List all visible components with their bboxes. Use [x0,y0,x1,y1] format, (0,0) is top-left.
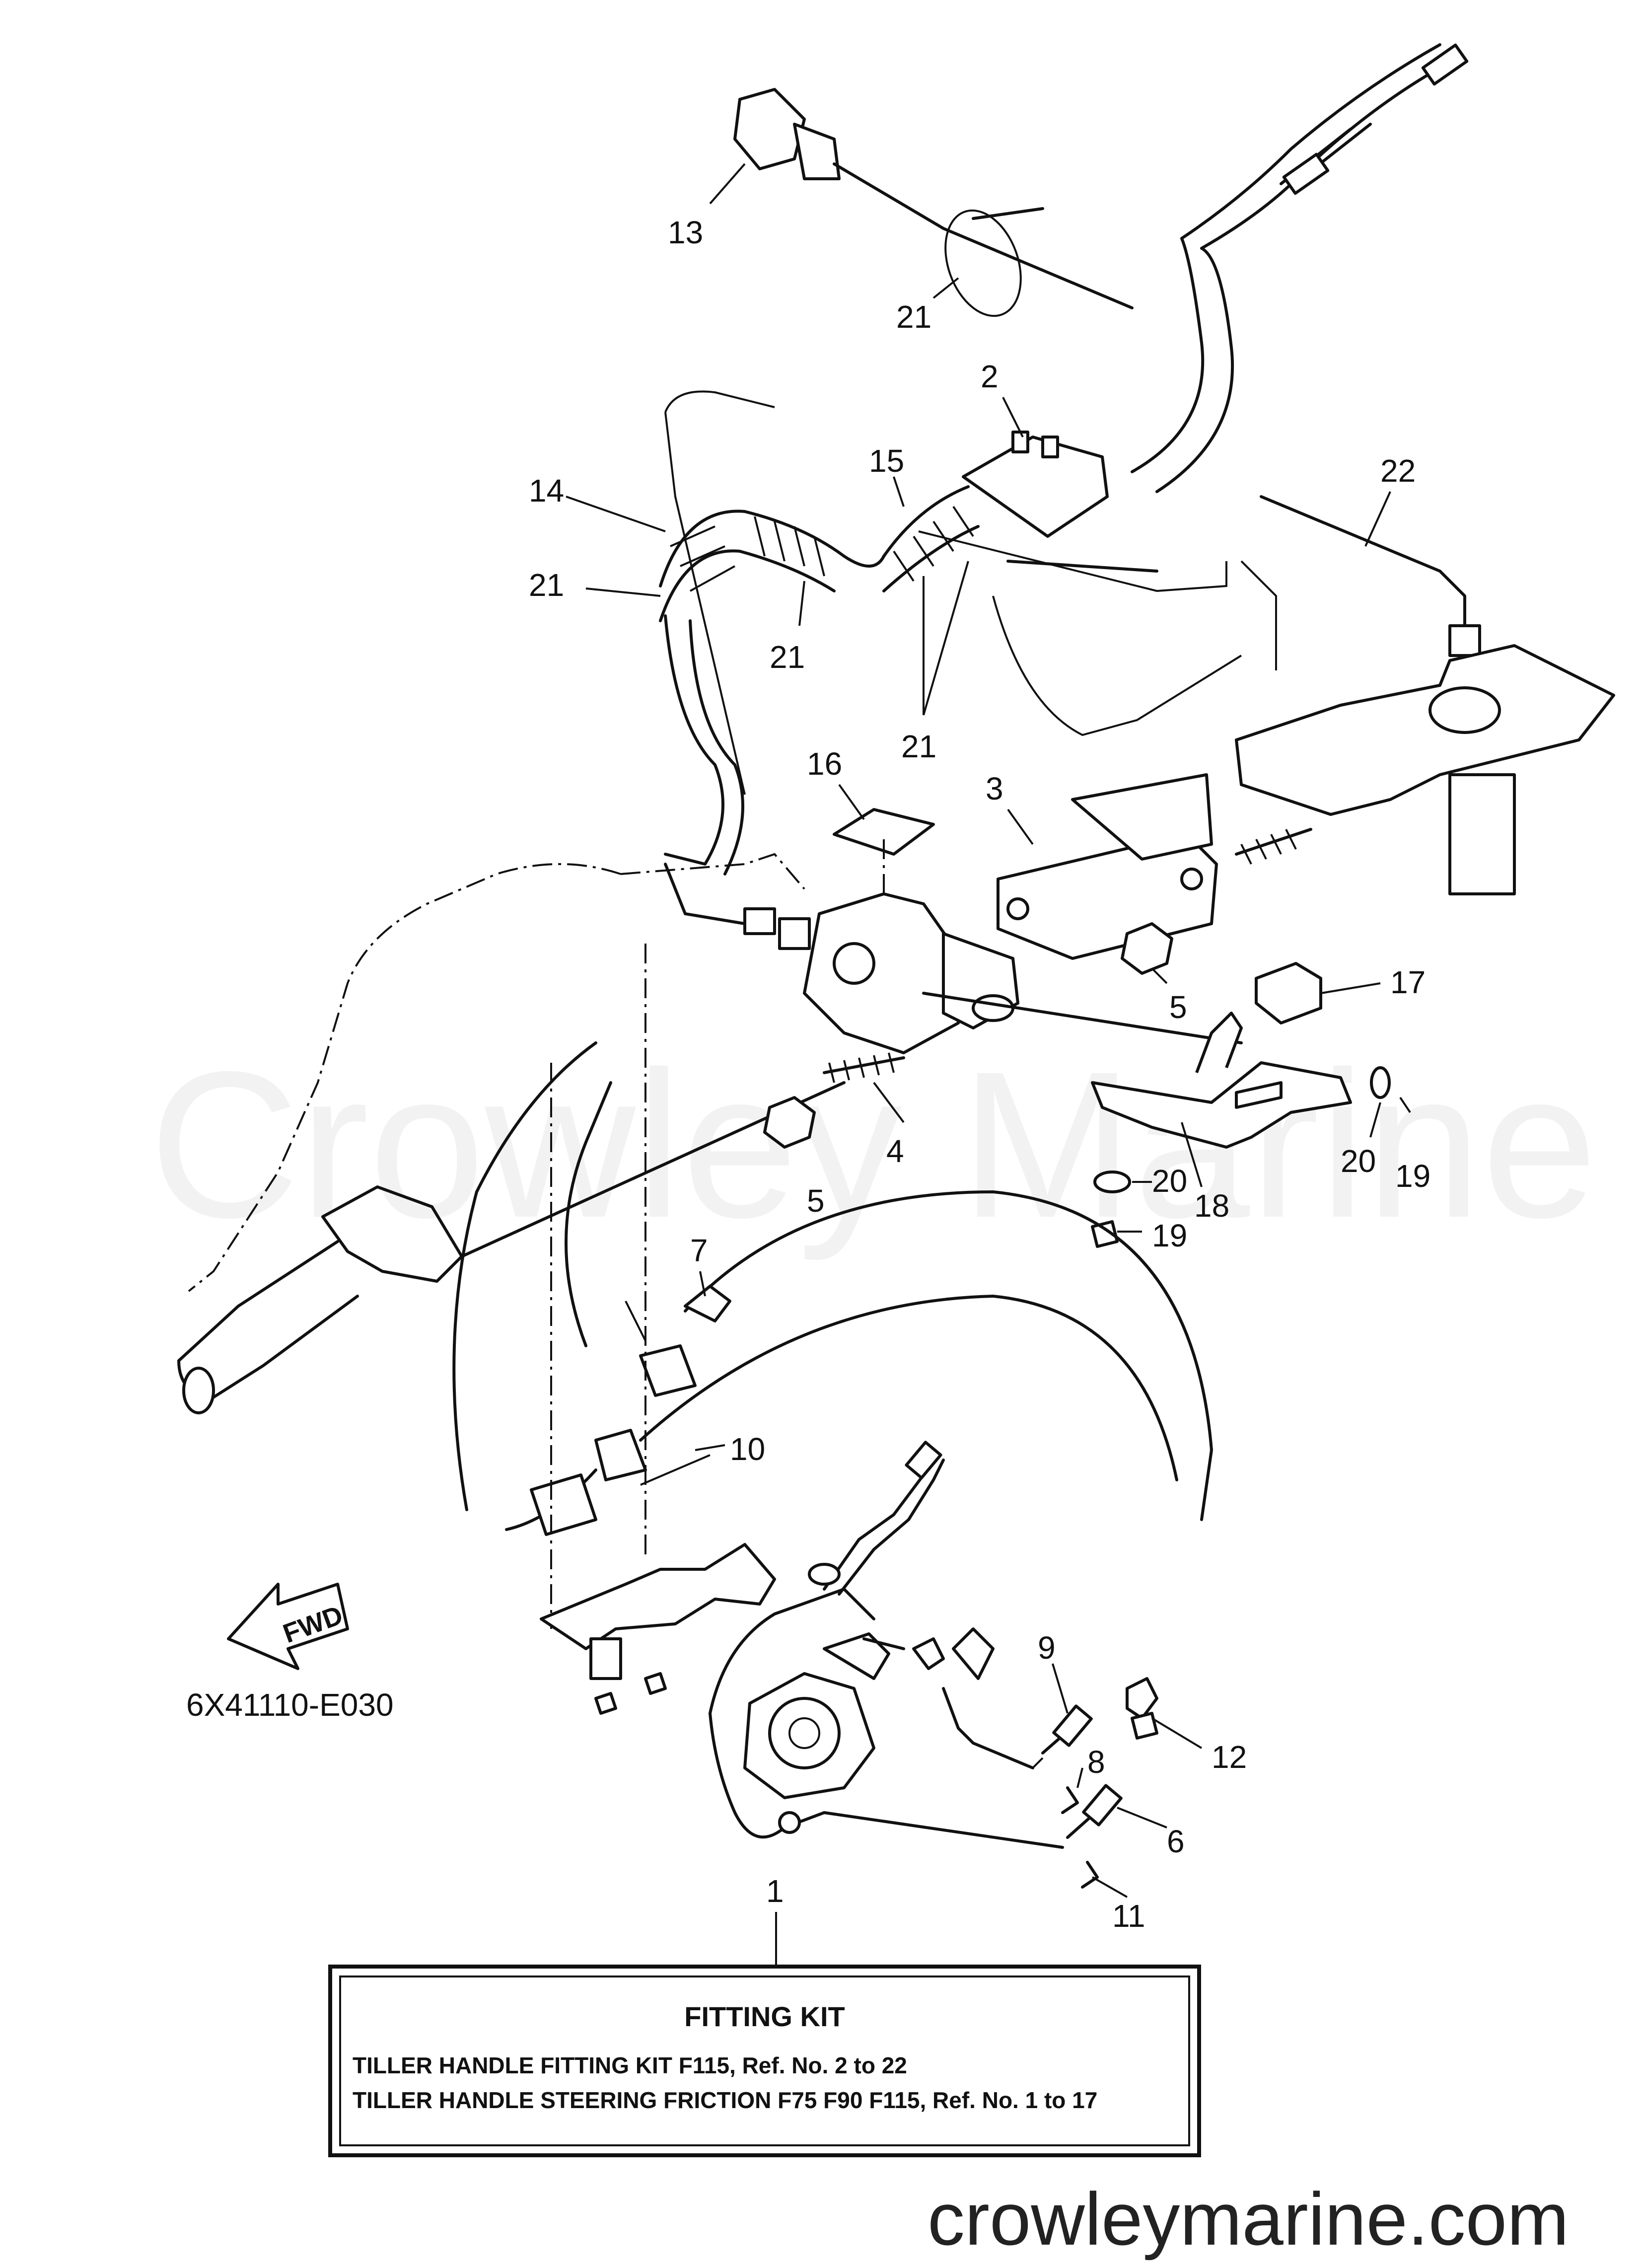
control-cables [1131,43,1469,493]
wiring-connector [664,863,811,950]
callout-1: 1 [766,1873,784,1909]
watermark-text: Crowley Marine [149,1028,1597,1262]
tiller-pivot-bracket [803,839,1243,1054]
callout-2: 2 [981,359,999,394]
callout-4: 4 [886,1133,904,1169]
callout-16: 16 [807,746,842,782]
callout-6: 6 [1167,1824,1185,1859]
callout-8: 8 [1087,1744,1105,1780]
clip-12 [1126,1677,1158,1740]
washers-20 [1093,1066,1391,1193]
callout-21-b: 21 [529,567,564,603]
nut-5-lower [763,1096,816,1149]
corrugated-tube-15 [882,485,980,592]
connector-plugs [808,1441,945,1596]
callout-11: 11 [1112,1898,1145,1934]
callout-labels: 13 21 2 22 14 15 21 21 21 16 3 5 17 4 5 … [529,215,1430,1934]
callout-18: 18 [1194,1188,1229,1224]
lower-mount-plate [540,944,776,1715]
callout-3: 3 [986,771,1003,806]
callout-12: 12 [1212,1739,1247,1775]
stud-4 [823,1052,905,1083]
pulley-arm [778,1687,1064,1849]
engine-cowling-outline [664,390,1277,795]
callout-17: 17 [1390,964,1426,1000]
callout-14: 14 [529,473,564,509]
callout-19-right: 19 [1395,1158,1430,1194]
callout-21-a: 21 [896,299,931,335]
callout-15: 15 [869,443,904,479]
sensor-17 [1255,962,1322,1024]
website-text: crowleymarine.com [928,2177,1569,2261]
fwd-arrow-icon: FWD [227,1583,349,1670]
shift-mechanism [709,1588,995,1839]
callout-21-d: 21 [901,729,936,764]
callout-5-upper: 5 [1169,989,1187,1025]
fitting-kit-line-1: TILLER HANDLE FITTING KIT F115, Ref. No.… [353,2052,907,2078]
corrugated-tube-14 [659,510,885,622]
friction-block-3 [997,773,1218,960]
callout-5-lower: 5 [807,1183,825,1219]
coupler-13 [733,88,1134,309]
callout-21-c: 21 [770,639,805,675]
wire-leader-22 [1260,495,1481,657]
plate-16 [833,808,935,856]
callout-7: 7 [690,1233,708,1268]
cable-end-6 [1066,1784,1123,1839]
clip-11 [1081,1861,1099,1889]
spring-pin [1235,828,1312,865]
harness-to-tiller [664,614,744,876]
bolts-19 [1091,1081,1283,1248]
callout-20-right: 20 [1341,1143,1376,1179]
callout-13: 13 [668,215,703,250]
callout-22: 22 [1380,453,1416,489]
callout-10: 10 [730,1431,765,1467]
fitting-kit-line-2: TILLER HANDLE STEERING FRICTION F75 F90 … [353,2087,1097,2113]
leader-lines [566,163,1411,1967]
fitting-kit-title: FITTING KIT [684,2001,845,2032]
callout-9: 9 [1038,1630,1056,1666]
steering-arm [1235,644,1615,895]
callout-20-lower: 20 [1152,1163,1187,1199]
bracket-18 [1091,1012,1352,1149]
clamp-10 [530,1429,647,1536]
diagram-code: 6X41110-E030 [186,1687,394,1723]
cable-tie-21 [944,207,1044,317]
clamp-7 [639,1285,731,1397]
callout-19-lower: 19 [1152,1218,1187,1253]
fitting-kit-box: FITTING KIT TILLER HANDLE FITTING KIT F1… [328,1965,1201,2157]
nut-5-upper [1121,922,1173,975]
cable-end-9 [1032,1704,1093,1769]
clip-8 [1061,1786,1079,1814]
